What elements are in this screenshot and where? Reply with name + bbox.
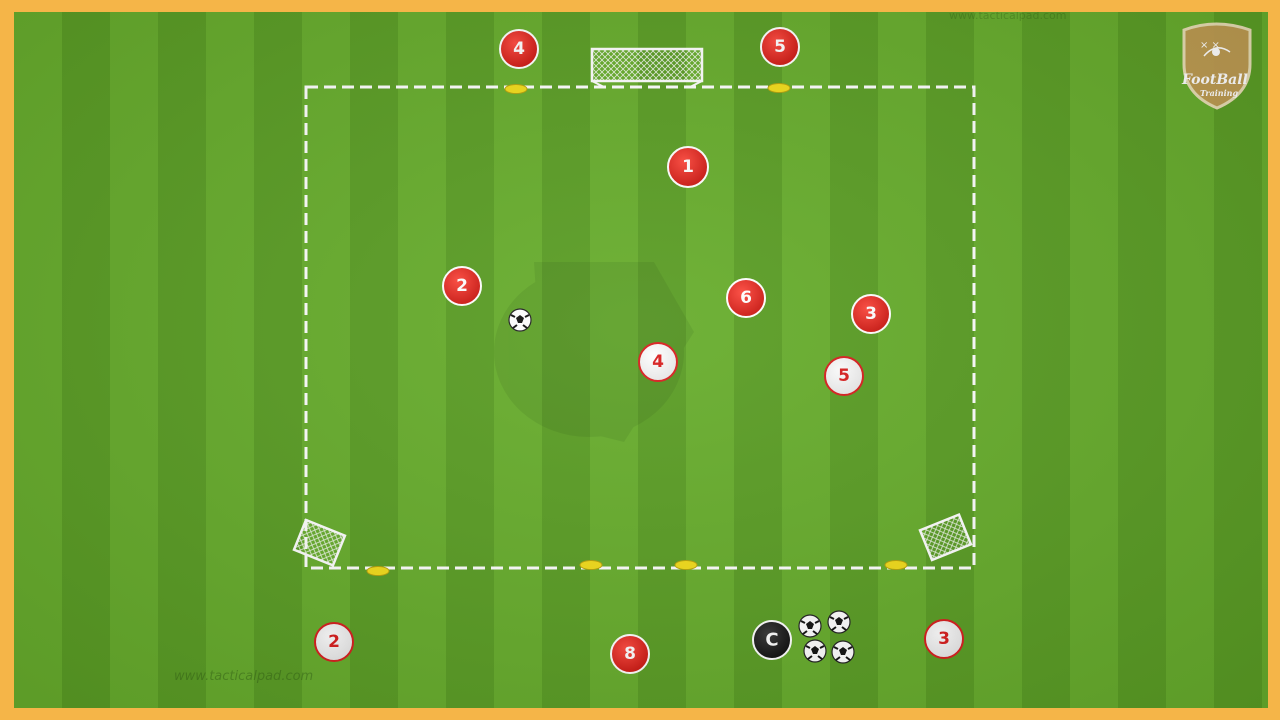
cone [884,560,908,570]
red-player-3[interactable]: 3 [851,294,891,334]
white-player-3-outside[interactable]: 3 [924,619,964,659]
red-player-8-outside[interactable]: 8 [610,634,650,674]
football[interactable] [827,610,851,634]
red-player-4-outside[interactable]: 4 [499,29,539,69]
logo-ball-icon [1212,48,1220,56]
cone [767,83,791,93]
svg-text:3: 3 [865,304,877,324]
logo-subtitle: Training [1200,88,1238,98]
football[interactable] [831,640,855,664]
football[interactable] [798,614,822,638]
cone [504,84,528,94]
watermark-top-center: www.tacticalpad.com [949,12,1067,22]
ball-in-play[interactable] [508,308,532,332]
svg-text:5: 5 [774,37,786,57]
red-team: 1 2 6 3 4 [442,27,891,674]
svg-text:2: 2 [456,276,468,296]
football-training-logo: × × FootBall Training [1181,22,1252,110]
bottom-left-mini-goal [292,518,347,568]
svg-text:8: 8 [624,644,636,664]
svg-text:C: C [765,630,778,651]
svg-text:5: 5 [838,366,850,386]
cone [579,560,603,570]
bottom-right-mini-goal [918,512,973,562]
center-watermark [494,262,694,442]
football-pitch: www.tacticalpad.com www.tacticalpad.com [14,12,1268,708]
logo-title: FootBall [1181,72,1248,88]
white-team: 4 5 2 3 [314,342,964,662]
ball-supply [798,610,855,664]
svg-text:4: 4 [513,39,525,59]
red-player-1[interactable]: 1 [667,146,709,188]
logo-x-mark-icon: × × [1200,40,1220,51]
svg-text:3: 3 [938,629,950,649]
red-player-2[interactable]: 2 [442,266,482,306]
svg-text:1: 1 [682,157,694,177]
top-goal [590,47,704,88]
cone [674,560,698,570]
svg-text:4: 4 [652,352,664,372]
football[interactable] [803,639,827,663]
svg-text:6: 6 [740,288,752,308]
cones [366,83,908,576]
red-player-5-outside[interactable]: 5 [760,27,800,67]
playing-area-boundary [304,85,976,570]
white-player-2-outside[interactable]: 2 [314,622,354,662]
svg-text:2: 2 [328,632,340,652]
cone [366,566,390,576]
watermark-bottom-left: www.tacticalpad.com [174,669,313,684]
red-player-6[interactable]: 6 [726,278,766,318]
white-player-5[interactable]: 5 [824,356,864,396]
drill-diagram: www.tacticalpad.com www.tacticalpad.com [174,12,1252,684]
coach[interactable]: C [752,620,792,660]
white-player-4[interactable]: 4 [638,342,678,382]
